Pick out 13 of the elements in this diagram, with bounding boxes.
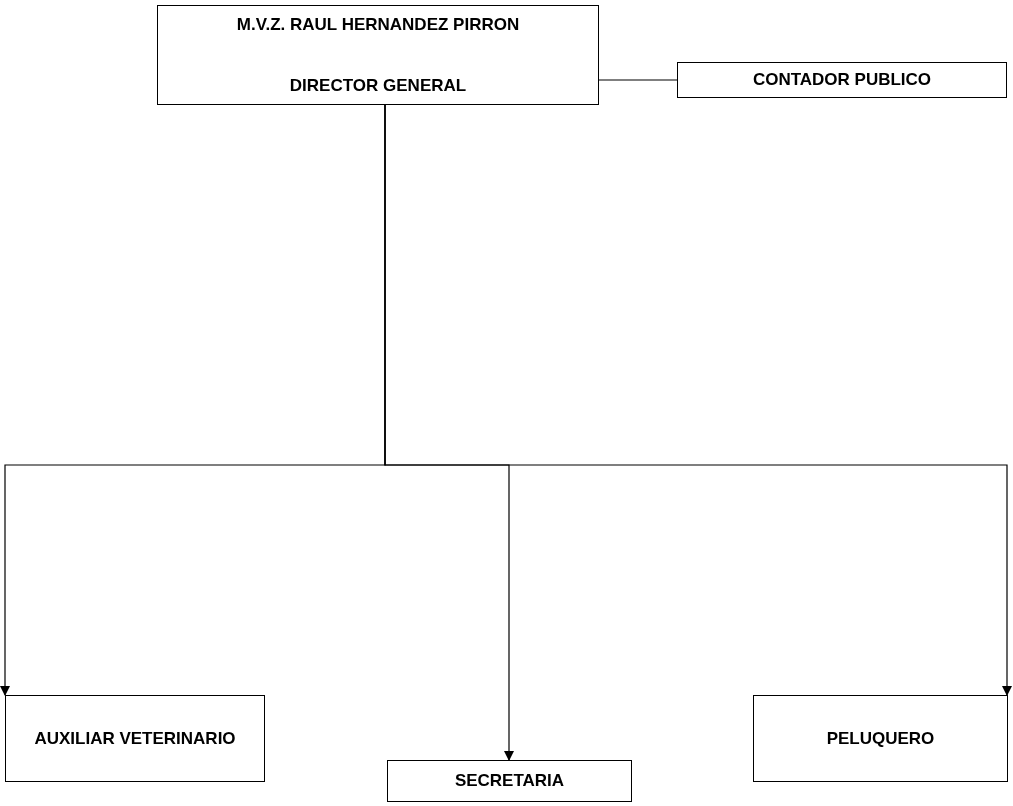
role-text: CONTADOR PUBLICO (752, 69, 932, 91)
org-box (677, 62, 1007, 98)
role-text: DIRECTOR GENERAL (289, 74, 467, 96)
org-box (157, 5, 599, 105)
role-text: PELUQUERO (826, 727, 935, 750)
arrow (384, 104, 1012, 696)
role-text: M.V.Z. RAUL HERNANDEZ PIRRON (236, 14, 520, 36)
role-text: AUXILIAR VETERINARIO (34, 727, 236, 750)
role-text: SECRETARIA (454, 770, 565, 792)
org-box (5, 695, 265, 782)
org-box (387, 760, 632, 802)
org-box (753, 695, 1008, 782)
connector-line (598, 79, 678, 81)
